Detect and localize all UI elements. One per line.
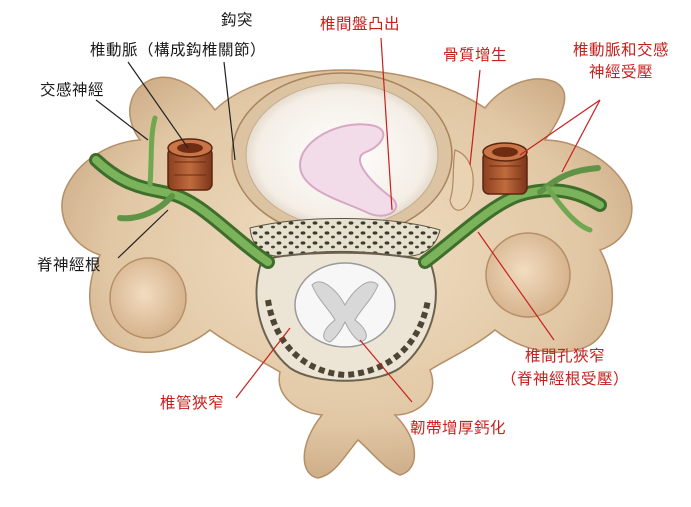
label-spinal-nerve-root: 脊神經根 [37, 255, 101, 275]
label-ligament-calcification: 韌帶增厚鈣化 [410, 418, 506, 438]
right-vertebral-artery [483, 143, 527, 194]
spongy-bone-band [250, 218, 440, 256]
label-uncinate-process: 鈎突 [221, 10, 253, 30]
label-foramen-stenosis-2: （脊神經根受壓） [480, 369, 650, 389]
right-facet [486, 233, 570, 317]
label-vertebral-artery-uncovertebral: 椎動脈（構成鈎椎關節） [90, 40, 266, 60]
left-vertebral-artery [168, 139, 212, 190]
label-foramen-stenosis-1: 椎間孔狹窄 [480, 346, 650, 366]
left-facet [110, 258, 186, 338]
label-sympathetic-nerve: 交感神經 [40, 80, 104, 100]
label-bone-hyperplasia: 骨質增生 [443, 45, 507, 65]
label-artery-nerve-compressed-1: 椎動脈和交感 [562, 40, 680, 60]
label-artery-nerve-compressed-2: 神經受壓 [562, 62, 680, 82]
label-disc-herniation: 椎間盤凸出 [320, 14, 400, 34]
label-canal-stenosis: 椎管狹窄 [160, 393, 224, 413]
